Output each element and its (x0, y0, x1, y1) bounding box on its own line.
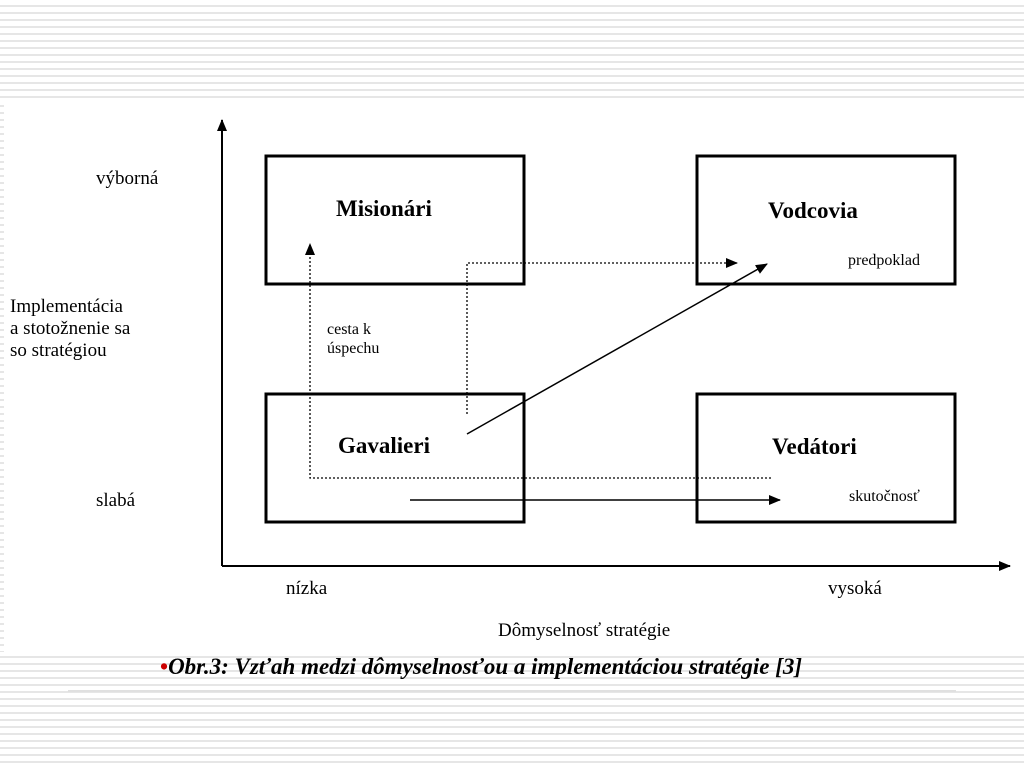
box-top-left (264, 154, 526, 286)
box-bottom-left (264, 392, 526, 524)
y-low-label: slabá (96, 490, 136, 511)
dotted-path-success (305, 243, 771, 479)
x-low-label: nízka (286, 578, 328, 599)
caption-bullet: • (160, 654, 169, 679)
left-stripe (0, 100, 4, 652)
caption-text: Obr.3: Vzťah medzi dômyselnosťou a imple… (168, 654, 803, 679)
x-high-label: vysoká (828, 578, 882, 599)
quadrant-title-vodcovia: Vodcovia (768, 198, 858, 223)
box-bottom-right (695, 392, 957, 524)
path-label: cesta k úspechu (327, 321, 380, 357)
quadrant-title-vedatori: Vedátori (772, 434, 857, 459)
figure-caption: •Obr.3: Vzťah medzi dômyselnosťou a impl… (160, 652, 802, 682)
reality-label: skutočnosť (849, 488, 920, 505)
bottom-divider (68, 690, 956, 692)
arrow-to-vodcovia (466, 263, 768, 435)
quadrant-title-misionari: Misionári (336, 196, 432, 221)
assumption-label: predpoklad (848, 252, 920, 269)
y-high-label: výborná (96, 168, 159, 189)
dotted-path-assumption (466, 258, 738, 414)
y-axis-label: Implementácia a stotožnenie sa so straté… (10, 296, 131, 361)
box-top-right (695, 154, 957, 286)
quadrant-title-gavalieri: Gavalieri (338, 433, 430, 458)
x-axis-label: Dômyselnosť stratégie (498, 620, 671, 641)
slide-background (0, 100, 1024, 652)
